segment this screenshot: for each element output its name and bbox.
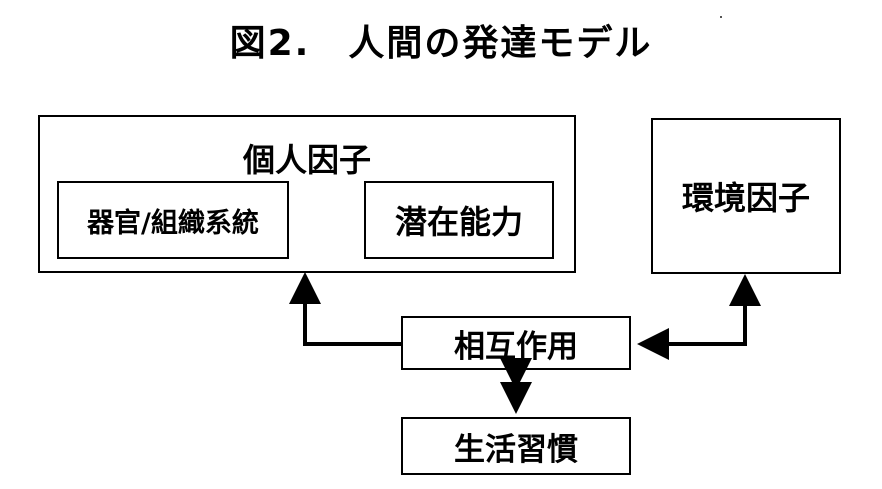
diagram-title: 図2. 人間の発達モデル: [229, 23, 653, 64]
interaction-box: 相互作用: [401, 316, 631, 370]
potential-ability-label: 潜在能力: [394, 203, 523, 241]
interaction-label: 相互作用: [454, 328, 578, 365]
edge-interaction-individual: [289, 272, 401, 346]
organ-system-label: 器官/組織系統: [87, 207, 259, 239]
environment-factor-box: 環境因子: [651, 118, 841, 274]
individual-factor-label: 個人因子: [242, 141, 371, 179]
stray-dot: [720, 16, 722, 18]
potential-ability-box: 潜在能力: [364, 181, 554, 259]
lifestyle-habit-box: 生活習慣: [401, 417, 631, 475]
lifestyle-habit-label: 生活習慣: [454, 431, 578, 468]
environment-factor-label: 環境因子: [681, 179, 810, 217]
organ-system-box: 器官/組織系統: [57, 181, 289, 259]
